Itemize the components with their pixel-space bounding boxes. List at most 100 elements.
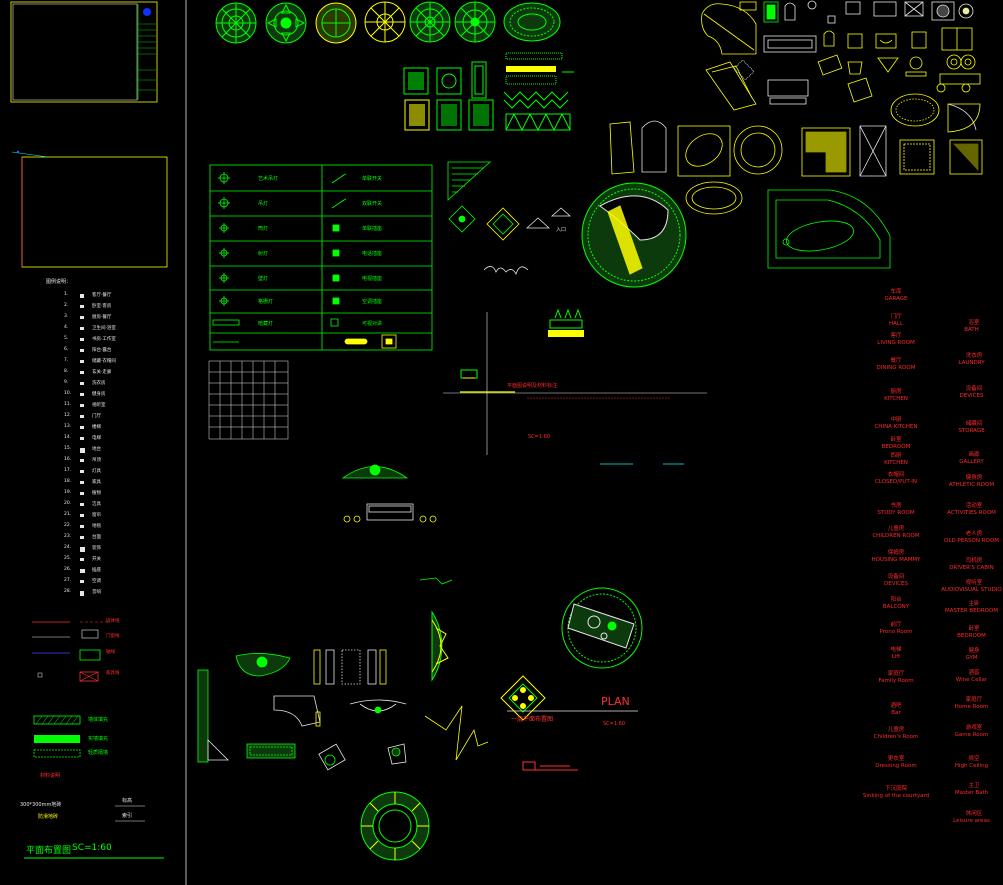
room-label-en: DRIVER'S CABIN — [949, 565, 994, 571]
legend-item-number: 25. — [64, 556, 72, 561]
decorative-panels[interactable] — [403, 52, 574, 132]
legend-item-label: 视听室 — [92, 403, 106, 408]
room-label-en: GALLERY — [959, 459, 984, 465]
tile-grid[interactable] — [208, 360, 289, 440]
legend-item-label: 楼梯 — [92, 425, 101, 430]
legend-item-label: 开关 — [92, 557, 101, 562]
hatch-legend-bars — [33, 715, 81, 758]
ceiling-medallions[interactable] — [215, 1, 561, 44]
room-label-en: DEVICES — [959, 393, 984, 399]
room-label-en: OLD PERSON ROOM — [944, 538, 999, 544]
legend-item-number: 8. — [64, 369, 69, 374]
room-label-en: CHINA KITCHEN — [874, 424, 918, 430]
medallion-4 — [364, 1, 406, 43]
room-label-cn: 衣帽间 — [887, 472, 905, 478]
table-right-label: 空调插座 — [362, 299, 383, 305]
legend-item-number: 28. — [64, 589, 72, 594]
legend-item-label: 卧室·客房 — [92, 304, 112, 309]
legend-item-number: 2. — [64, 303, 69, 308]
tile-note: 300*300mm地砖 — [20, 802, 62, 808]
room-label-cn: 司机房 — [965, 558, 983, 564]
room-label-cn: 设备间 — [965, 386, 983, 392]
title-block-frame[interactable] — [10, 1, 158, 103]
table-left-label: 艺术吊灯 — [258, 176, 279, 182]
room-label-en: MASTER BEDROOM — [944, 608, 999, 614]
legend-item-number: 18. — [64, 479, 72, 484]
room-label-cn: 保姆房 — [887, 550, 905, 556]
sofa-symbols[interactable] — [341, 464, 453, 585]
center-axis[interactable] — [443, 308, 707, 465]
table-right-label: 单联插座 — [362, 226, 383, 232]
room-label-en: BEDROOM — [881, 444, 911, 450]
legend-item-number: 21. — [64, 512, 72, 517]
room-label-cn: 更衣室 — [887, 756, 905, 762]
round-rug-dining[interactable] — [581, 182, 687, 288]
room-label-cn: 中厨 — [890, 417, 902, 423]
room-label-cn: 阳台 — [890, 597, 902, 603]
room-label-cn: 前厅 — [890, 622, 902, 628]
legend-item-label: 植物 — [92, 491, 101, 496]
room-label-en: Bar — [891, 710, 901, 716]
legend-item-label: 洁具 — [92, 502, 101, 507]
legend-item-label: 电梯 — [92, 436, 101, 441]
room-label-en: KITCHEN — [884, 460, 908, 466]
room-label-cn: 电梯 — [890, 647, 902, 653]
round-table-rug[interactable] — [561, 587, 643, 669]
legend-item-label: 健身房 — [92, 392, 106, 397]
round-planter[interactable] — [360, 791, 430, 861]
room-label-en: HOUSING MAMMY — [871, 557, 921, 563]
room-label-en: AUDIOVISUAL STUDIO — [941, 587, 1002, 593]
room-label-en: LIVING ROOM — [877, 340, 915, 346]
entry-diamond[interactable] — [500, 675, 546, 721]
legend-item-label: 音响 — [92, 590, 101, 595]
legend-item-number: 26. — [64, 567, 72, 572]
room-label-en: ACTIVITIES ROOM — [947, 510, 996, 516]
legend-item-number: 22. — [64, 523, 72, 528]
medallion-3 — [315, 2, 357, 44]
hatch-label-1: 墙体填充 — [88, 717, 109, 723]
legend-item-number: 1. — [64, 292, 69, 297]
medallion-oval — [503, 2, 561, 42]
legend-title: 图例说明： — [46, 279, 72, 285]
legend-item-number: 23. — [64, 534, 72, 539]
center-note-title: 平面图说明及材料标注 — [507, 382, 557, 389]
half-round-rug[interactable] — [431, 610, 449, 682]
furniture-cluster[interactable] — [609, 0, 983, 269]
legend-item-label: 储藏·衣帽间 — [92, 359, 116, 364]
table-left-label: 暗藏灯 — [258, 321, 274, 327]
legend-item-label: 门厅 — [92, 414, 101, 419]
line-legend-label: 家具线 — [106, 671, 120, 676]
symbol-table[interactable] — [209, 164, 433, 351]
room-label-en: Wine Cellar — [955, 677, 988, 683]
room-label-cn: 老人房 — [965, 531, 983, 537]
room-label-cn: 客厅 — [890, 333, 902, 339]
medallion-5 — [409, 1, 451, 43]
line-legend-label: 门窗线 — [106, 634, 120, 639]
room-label-en: GARAGE — [884, 296, 908, 302]
room-label-cn: 健身房 — [965, 475, 983, 481]
room-label-en: CHILDREN ROOM — [872, 533, 920, 539]
material-note: 材料说明 — [40, 773, 61, 779]
room-label-cn: 儿童房 — [887, 526, 905, 532]
logo-icon — [143, 8, 151, 16]
legend-item-label: 玄关·走廊 — [92, 370, 112, 375]
room-label-cn: 设备间 — [887, 574, 905, 580]
room-label-cn: 活动室 — [965, 503, 983, 509]
staircase-symbols[interactable] — [447, 161, 572, 241]
room-label-cn: 画廊 — [968, 452, 980, 458]
room-label-en: Game Room — [954, 732, 989, 738]
legend-item-number: 24. — [64, 545, 72, 550]
room-label-cn: 挑空 — [968, 756, 980, 762]
room-label-en: DINING ROOM — [876, 365, 916, 371]
legend-item-number: 17. — [64, 468, 72, 473]
legend-item-number: 7. — [64, 358, 69, 363]
room-label-en: Sinking of the courtyard — [862, 793, 930, 799]
line-legend-label: 墙体线 — [106, 619, 120, 624]
viewport-frame[interactable] — [11, 150, 168, 268]
room-label-cn: 洗衣房 — [965, 353, 983, 359]
bottom-furniture[interactable] — [197, 649, 489, 771]
table-right-label: 电视插座 — [362, 276, 383, 282]
room-label-cn: 家庭厅 — [965, 697, 983, 703]
room-label-cn: 厨房 — [890, 389, 902, 395]
